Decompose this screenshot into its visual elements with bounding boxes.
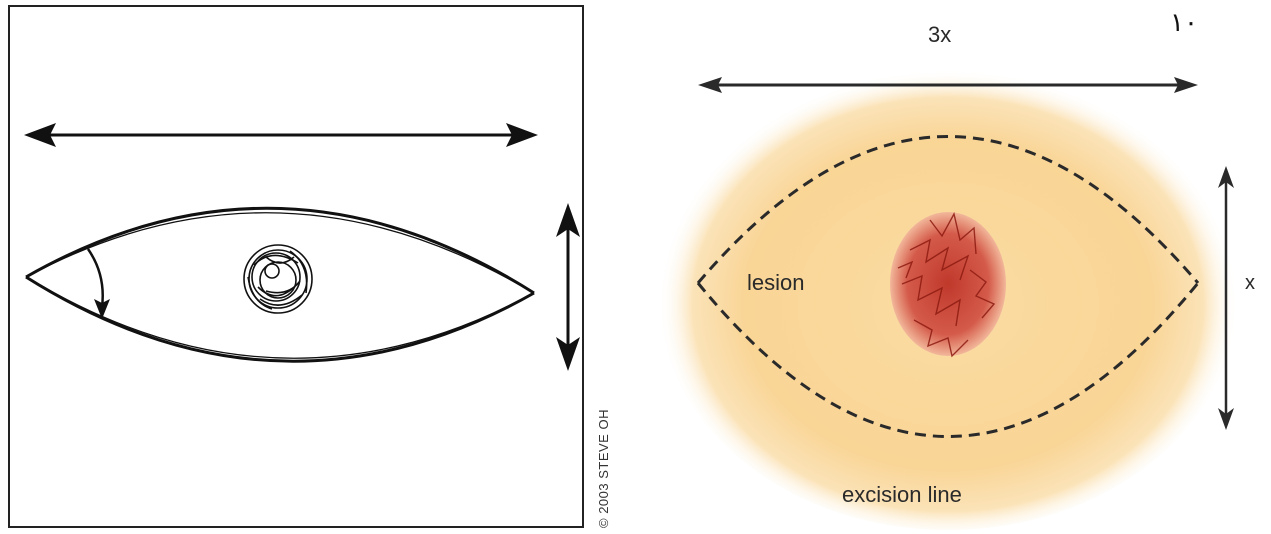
page-number: ١٠ xyxy=(1170,8,1198,38)
left-diagram-panel xyxy=(8,5,584,528)
lesion-blob xyxy=(890,212,1006,356)
left-diagram-svg xyxy=(10,7,586,530)
copyright-credit: © 2003 STEVE OH xyxy=(596,409,611,528)
excision-line-label: excision line xyxy=(842,482,962,508)
lesion-label: lesion xyxy=(747,270,804,296)
lesion-drawing xyxy=(244,245,312,313)
right-diagram-svg xyxy=(630,0,1271,534)
angle-arrow xyxy=(88,249,110,319)
width-arrow xyxy=(556,203,580,371)
right-diagram-panel: 3x x lesion excision line ١٠ xyxy=(630,0,1271,534)
length-arrow xyxy=(24,123,538,147)
width-label: x xyxy=(1245,272,1255,295)
length-label: 3x xyxy=(928,22,951,48)
